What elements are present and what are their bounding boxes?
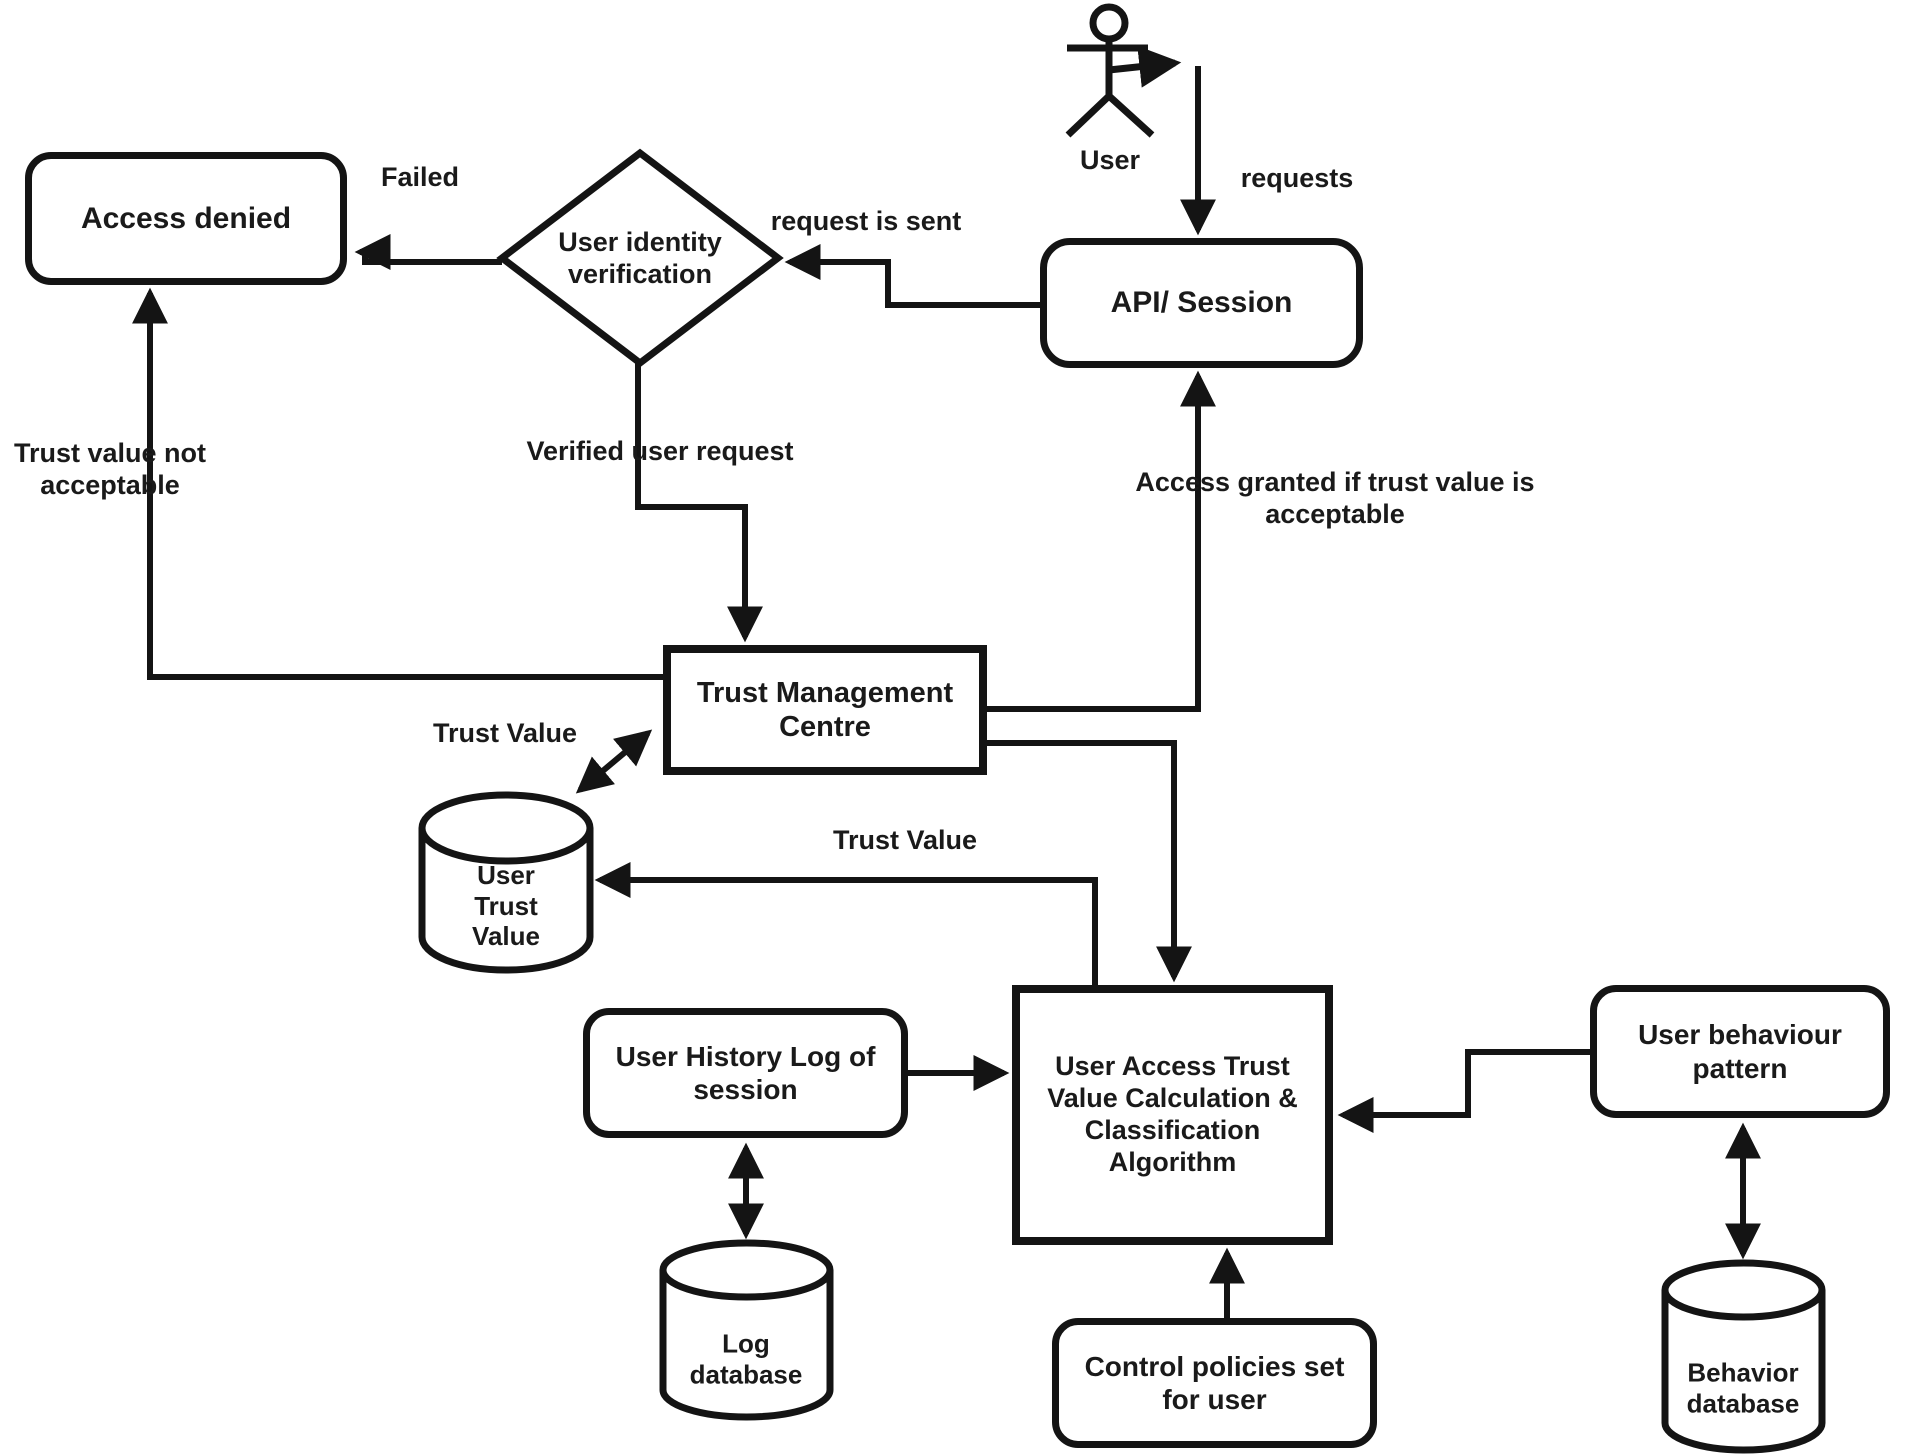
failed-edge-label: Failed (380, 162, 460, 193)
access-granted-edge-label: Access granted if trust value is accepta… (1135, 467, 1535, 529)
trust-value-algorithm-edge-label: Trust Value (832, 825, 978, 856)
edge-tmc-to-algorithm (987, 740, 1192, 983)
trust-value-not-acceptable-edge-label: Trust value not acceptable (13, 438, 207, 500)
verified-user-request-edge-label: Verified user request (526, 436, 794, 467)
behavior-database-label: Behavior database (1686, 1357, 1800, 1418)
user-history-log-node: User History Log of session (583, 1008, 908, 1138)
behavior-database-icon (1661, 1259, 1826, 1454)
log-database-icon (659, 1239, 834, 1421)
trust-management-centre-node: Trust Management Centre (663, 645, 987, 775)
access-denied-node: Access denied (25, 152, 347, 285)
edge-behaviour-pattern-to-algorithm (1337, 1049, 1598, 1133)
edge-algorithm-trust-value-to-database (594, 862, 1098, 985)
user-actor-icon (1065, 3, 1182, 138)
user-trust-value-database-label: User Trust Value (472, 859, 540, 952)
edge-tmc-not-acceptable-to-access-denied (132, 287, 663, 680)
api-session-node: API/ Session (1040, 238, 1363, 368)
request-is-sent-edge-label: request is sent (770, 206, 962, 237)
edge-verification-failed-to-access-denied (354, 234, 502, 270)
log-database-label: Log database (689, 1328, 803, 1389)
trust-value-algorithm-node: User Access Trust Value Calculation & Cl… (1012, 985, 1333, 1245)
user-actor-label: User (1079, 145, 1141, 176)
edge-api-request-sent-to-verification (784, 244, 1040, 308)
identity-verification-label: User identity verification (558, 227, 722, 289)
edge-tmc-access-granted-to-api (987, 370, 1216, 712)
requests-edge-label: requests (1240, 163, 1354, 194)
trust-value-tmc-edge-label: Trust Value (432, 718, 578, 749)
edge-verified-request-to-tmc (635, 363, 763, 643)
control-policies-node: Control policies set for user (1052, 1318, 1377, 1448)
edge-tmc-trust-value-database-bidirectional (575, 729, 653, 794)
user-behaviour-pattern-node: User behaviour pattern (1590, 985, 1890, 1118)
user-trust-value-database-icon (418, 791, 594, 974)
